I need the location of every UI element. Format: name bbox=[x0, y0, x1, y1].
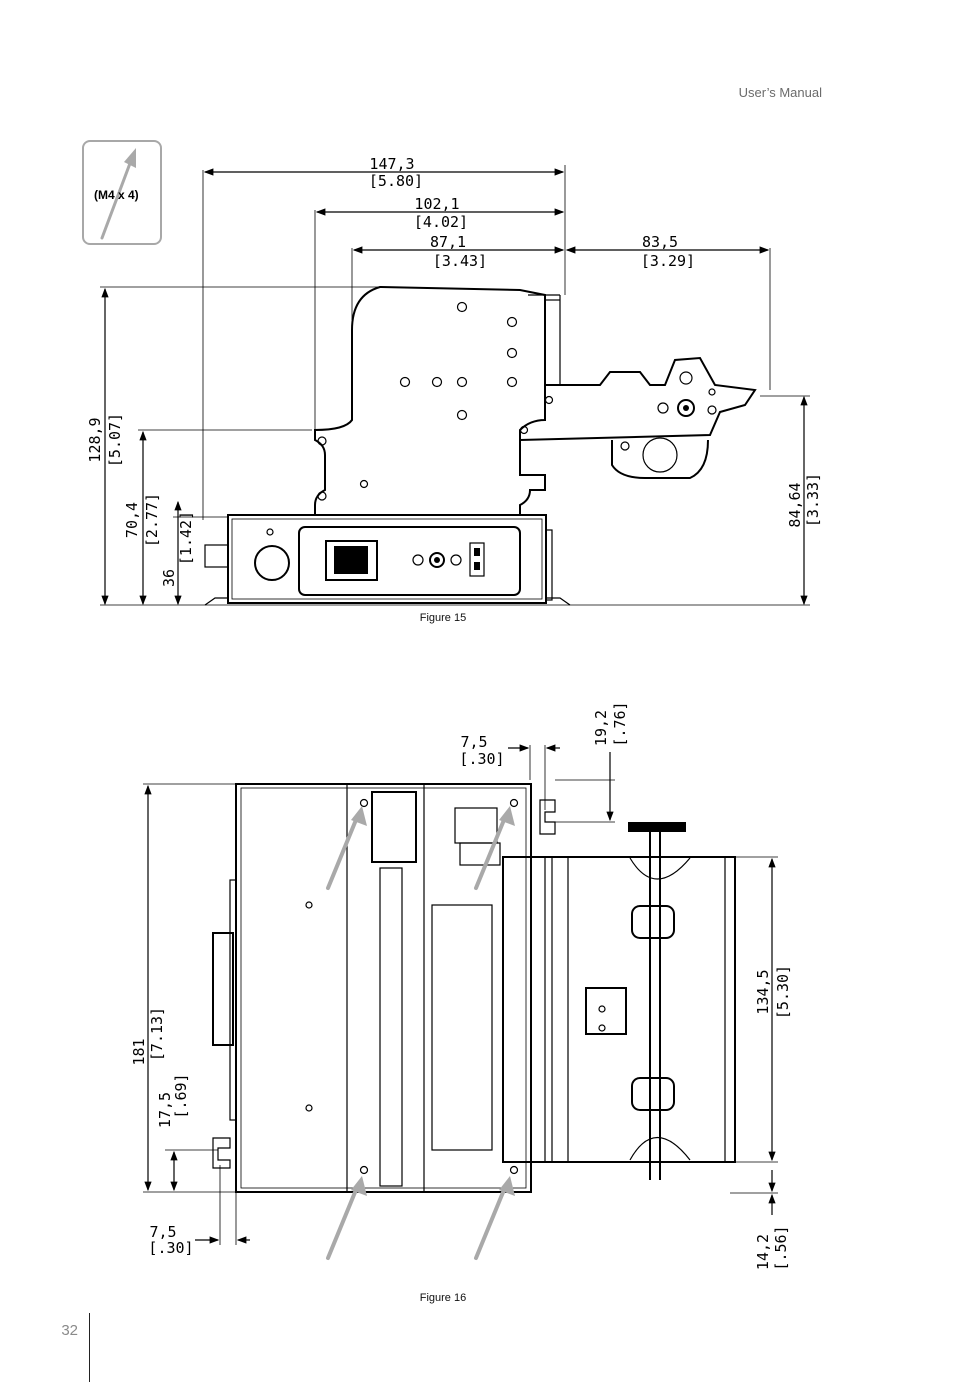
dim-text: [1.42] bbox=[177, 511, 195, 565]
dim-text: [5.30] bbox=[774, 965, 792, 1019]
arrow-icon bbox=[100, 148, 136, 240]
dim-text: 134,5 bbox=[754, 969, 772, 1014]
footer-divider bbox=[89, 1313, 90, 1382]
dim-text: 128,9 bbox=[86, 417, 104, 462]
dim-text: [.30] bbox=[148, 1239, 193, 1257]
figure-15-caption: Figure 15 bbox=[419, 612, 467, 624]
dim-text: [2.77] bbox=[143, 493, 161, 547]
dim-text: 7,5 bbox=[149, 1223, 176, 1241]
figure-15-drawing: 147,3 [5.80] 102,1 [4.02] 87,1 [3.43] 83… bbox=[86, 155, 822, 606]
dim-text: 102,1 bbox=[414, 195, 459, 213]
dim-text: 17,5 bbox=[156, 1092, 174, 1128]
dim-text: [5.07] bbox=[106, 413, 124, 467]
dim-text: 181 bbox=[130, 1038, 148, 1065]
legend-label: (M4 x 4) bbox=[94, 188, 139, 202]
dim-text: 87,1 bbox=[430, 233, 466, 251]
mounting-screw-legend: (M4 x 4) bbox=[82, 140, 162, 245]
dim-text: [.69] bbox=[172, 1073, 190, 1118]
dim-text: [3.29] bbox=[641, 252, 695, 270]
dim-text: 147,3 bbox=[369, 155, 414, 173]
dim-text: [3.33] bbox=[804, 473, 822, 527]
dim-text: 14,2 bbox=[754, 1234, 772, 1270]
dim-text: 7,5 bbox=[460, 733, 487, 751]
figure-16-drawing: 7,5 [.30] 19,2 [.76] 181 [7.13] 17,5 [.6… bbox=[130, 701, 792, 1270]
dim-text: [.76] bbox=[611, 701, 629, 746]
dim-text: 83,5 bbox=[642, 233, 678, 251]
dim-text: [7.13] bbox=[148, 1007, 166, 1061]
dim-text: 70,4 bbox=[123, 502, 141, 538]
manual-title: User’s Manual bbox=[738, 85, 822, 100]
dim-text: 36 bbox=[160, 569, 178, 587]
dim-text: [5.80] bbox=[369, 172, 423, 190]
dim-text: 19,2 bbox=[592, 710, 610, 746]
dim-text: [4.02] bbox=[414, 213, 468, 231]
page-number: 32 bbox=[61, 1322, 78, 1339]
dim-text: [3.43] bbox=[433, 252, 487, 270]
figure-16-caption: Figure 16 bbox=[419, 1292, 467, 1304]
dim-text: [.56] bbox=[772, 1225, 790, 1270]
dim-text: 84,64 bbox=[786, 482, 804, 527]
dim-text: [.30] bbox=[459, 750, 504, 768]
